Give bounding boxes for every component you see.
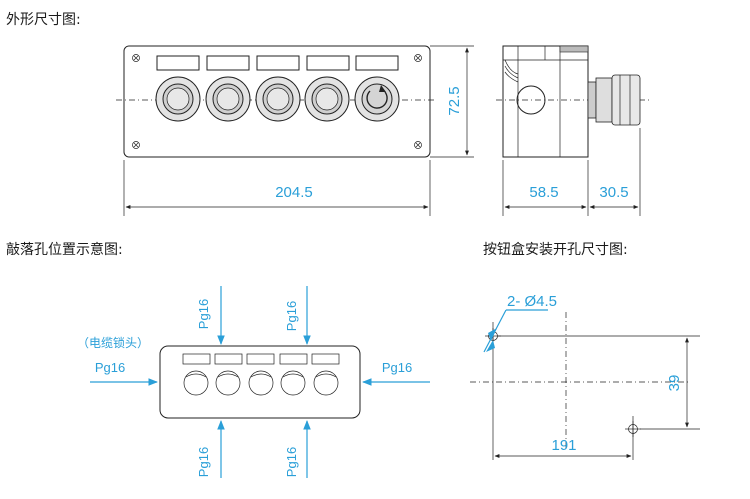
- cable-lock-label: （电缆锁头）: [77, 335, 149, 350]
- label-plate: [206, 55, 250, 71]
- knockout-title: 敲落孔位置示意图:: [6, 241, 123, 258]
- screw-icon: [414, 141, 422, 149]
- pg16-bottom-left: Pg16: [196, 447, 211, 477]
- hole-spec: 2- Ø4.5: [507, 293, 557, 310]
- mounting-title: 按钮盒安装开孔尺寸图:: [483, 241, 628, 258]
- button-depth-dimension: 30.5: [599, 184, 628, 201]
- screw-icon: [132, 141, 140, 149]
- pg16-top-left: Pg16: [196, 299, 211, 329]
- label-plate: [355, 55, 399, 71]
- width-dimension: 204.5: [275, 184, 313, 201]
- pg16-right: Pg16: [382, 360, 412, 375]
- mounting-hole-icon: [625, 421, 641, 437]
- hole-spacing-vertical: 39: [666, 375, 683, 392]
- pg16-bottom-right: Pg16: [284, 447, 299, 477]
- label-plate: [306, 55, 350, 71]
- hole-spacing-horizontal: 191: [551, 437, 576, 454]
- push-button-icon: [155, 76, 201, 122]
- push-button-icon: [304, 76, 350, 122]
- side-body-outline: [502, 45, 589, 158]
- pg16-top-right: Pg16: [284, 301, 299, 331]
- screw-icon: [414, 54, 422, 62]
- side-view: 58.5 30.5: [496, 45, 650, 216]
- knockout-enclosure: [159, 345, 361, 419]
- enclosure-outline: [123, 45, 431, 158]
- label-plate: [256, 55, 300, 71]
- emergency-stop-icon: [354, 76, 400, 122]
- push-button-icon: [205, 76, 251, 122]
- height-dimension: 72.5: [446, 86, 463, 115]
- front-view: 204.5 72.5: [116, 45, 474, 216]
- button-head: [611, 74, 641, 126]
- depth-dimension: 58.5: [529, 184, 558, 201]
- label-plate: [156, 55, 200, 71]
- knockout-view: Pg16 Pg16 Pg16 Pg16 Pg16 Pg16 （电缆锁头）: [77, 286, 430, 478]
- screw-icon: [132, 54, 140, 62]
- pg16-left: Pg16: [95, 360, 125, 375]
- push-button-icon: [255, 76, 301, 122]
- outline-title: 外形尺寸图:: [6, 12, 81, 28]
- mounting-view: 2- Ø4.5 191 39: [470, 293, 700, 460]
